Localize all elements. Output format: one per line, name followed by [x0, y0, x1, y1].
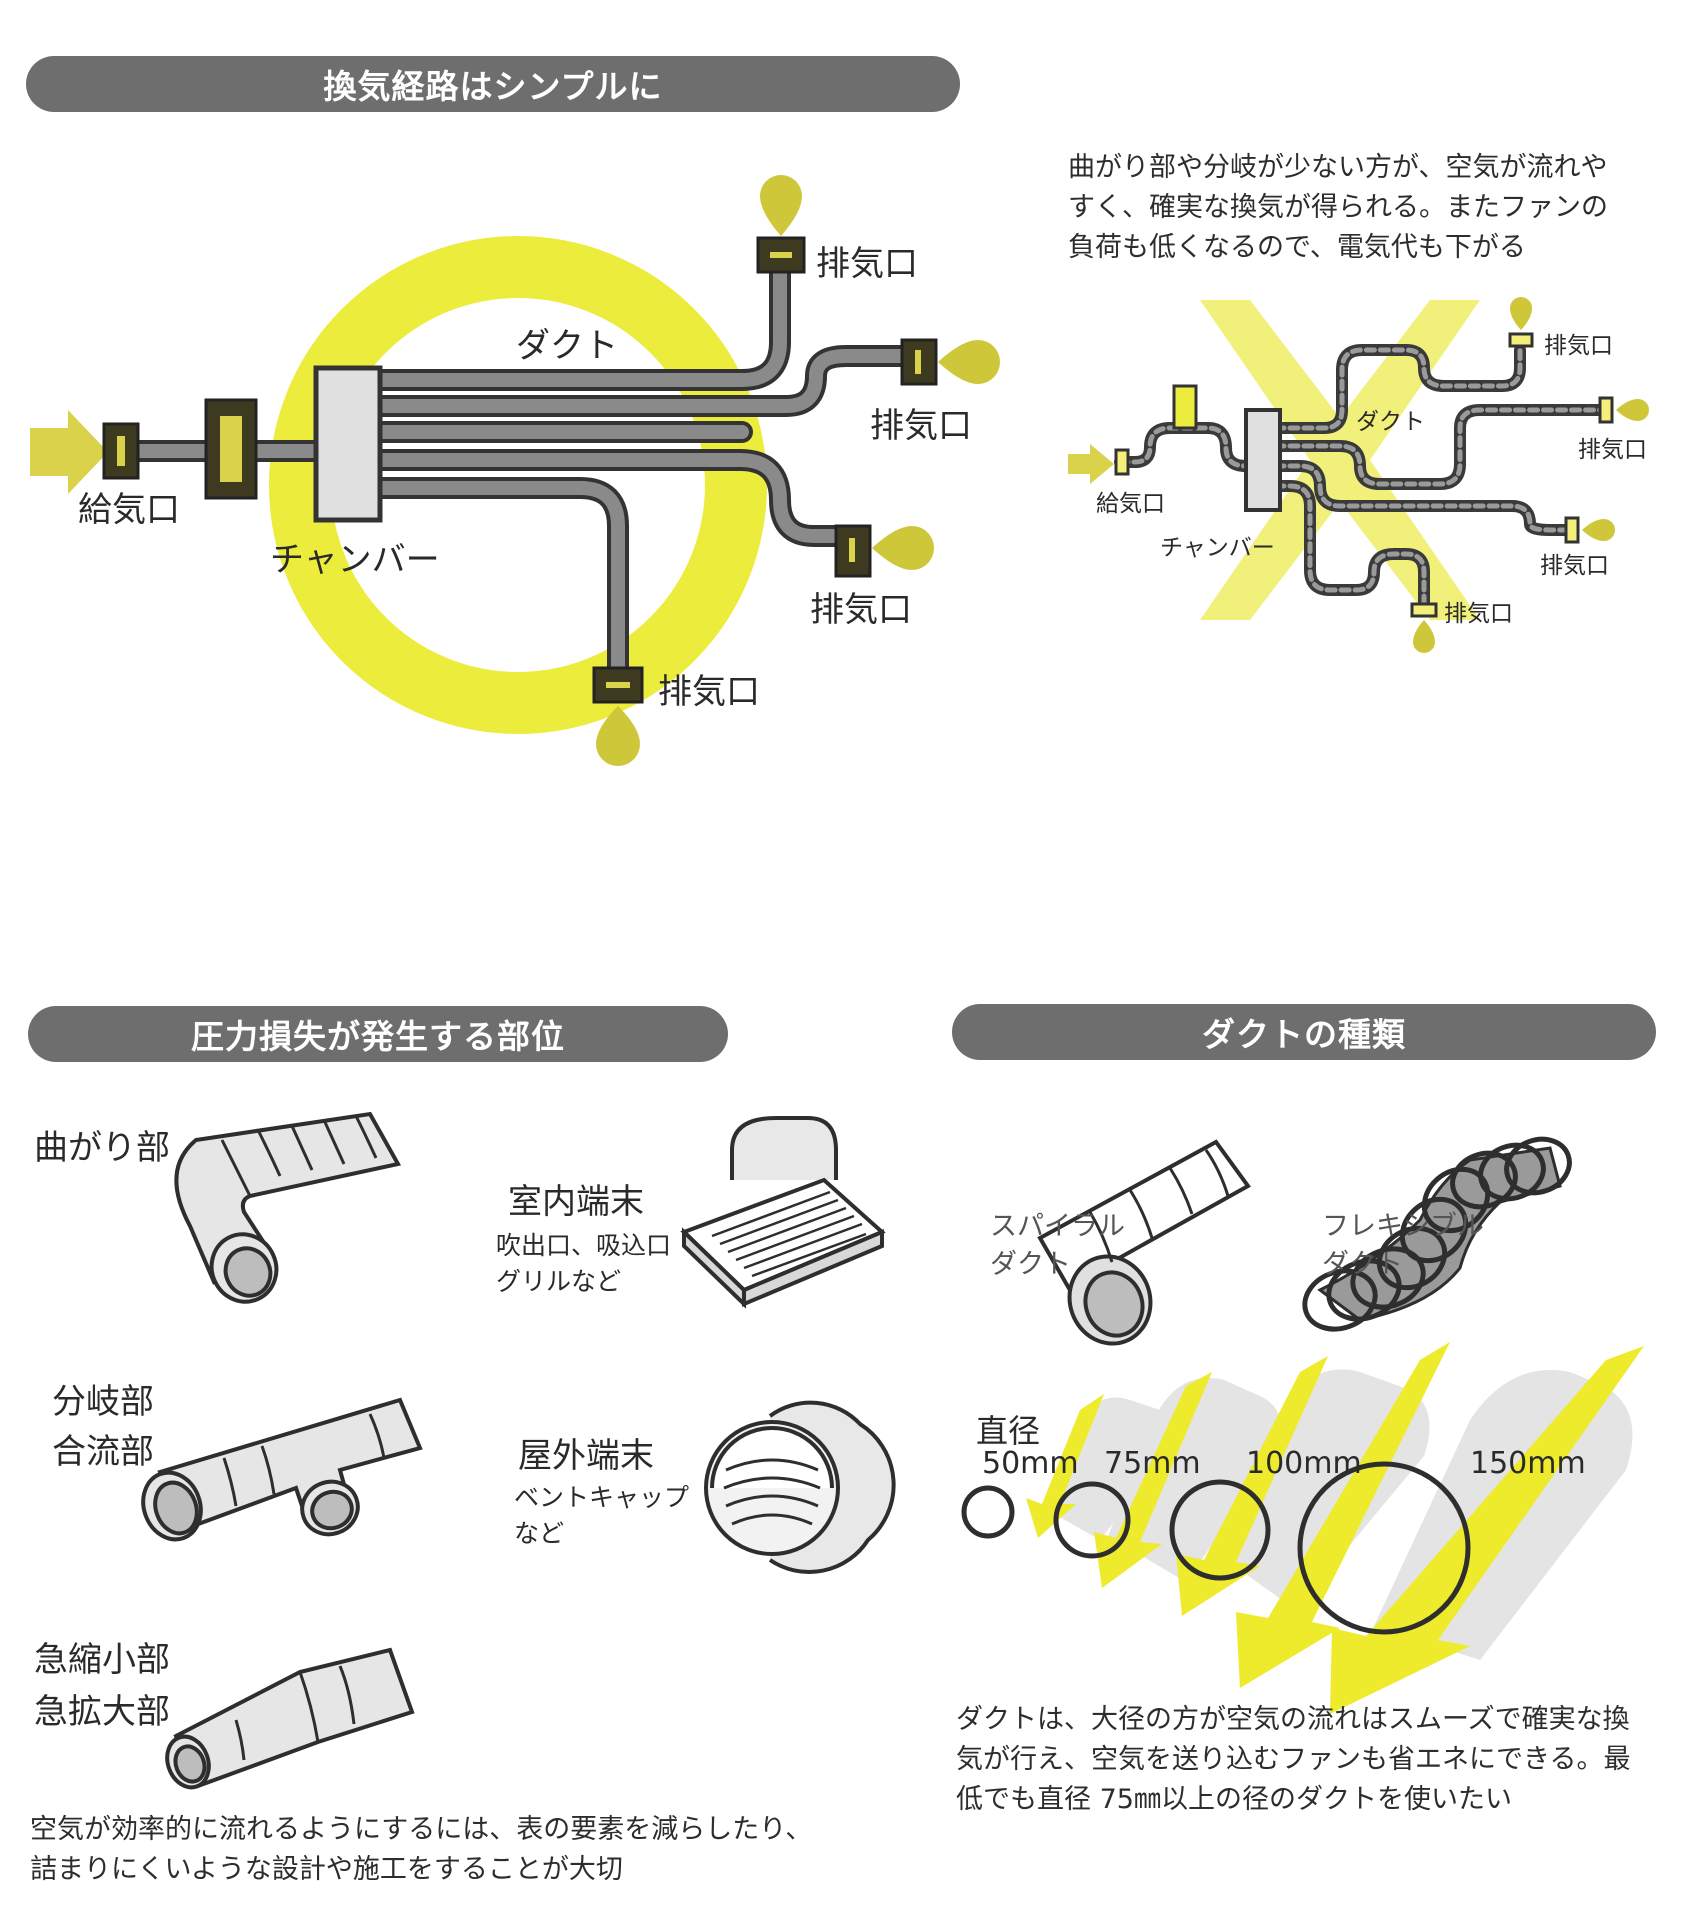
- section-title-text: 換気経路はシンプルに: [323, 67, 663, 106]
- branch-duct-illustration: [141, 1397, 423, 1542]
- small-route-diagram: [1068, 297, 1649, 653]
- exhaust-outlet: [592, 666, 644, 704]
- outdoor-terminal-label: 屋外端末: [518, 1436, 654, 1476]
- expansion-label: 急拡大部: [34, 1692, 170, 1732]
- exhaust-label: 排気口: [1578, 437, 1647, 463]
- diameter-label: 直径: [976, 1412, 1041, 1450]
- supply-label: 給気口: [78, 490, 180, 530]
- exhaust-label: 排気口: [1540, 553, 1609, 579]
- vent-cap-illustration: [704, 1400, 896, 1575]
- section-title-text: ダクトの種類: [1202, 1015, 1406, 1054]
- chamber-box: [313, 365, 383, 523]
- exhaust-outlet: [1410, 602, 1438, 618]
- flexible-line: ダクト: [1322, 1249, 1403, 1280]
- size-75mm: 75mm: [1104, 1446, 1201, 1481]
- duct-label: ダクト: [516, 326, 618, 366]
- duct-label: ダクト: [1356, 409, 1425, 435]
- exhaust-label: 排気口: [1544, 333, 1613, 359]
- branch-label: 分岐部: [52, 1382, 154, 1422]
- spiral-line: スパイラル: [990, 1211, 1125, 1242]
- supply-outlet: [1114, 448, 1130, 476]
- flexible-line: フレキシブル: [1322, 1211, 1484, 1242]
- pressure-loss-footer: 空気が効率的に流れるようにするには、表の要素を減らしたり、 詰まりにくいような設…: [30, 1810, 930, 1890]
- circle-100mm: [1169, 1479, 1271, 1581]
- drop-icon: [760, 175, 802, 236]
- exhaust-outlet: [1598, 396, 1614, 424]
- chamber-label: チャンバー: [1160, 535, 1275, 561]
- footer-line: ダクトは、大径の方が空気の流れはスムーズで確実な換: [956, 1704, 1630, 1735]
- section-title-text: 圧力損失が発生する部位: [191, 1017, 565, 1056]
- spiral-duct-label: スパイラル ダクト: [990, 1208, 1125, 1284]
- big-route-diagram: [30, 175, 1000, 766]
- exhaust-label: 排気口: [816, 244, 918, 284]
- duct-types-footer: ダクトは、大径の方が空気の流れはスムーズで確実な換 気が行え、空気を送り込むファ…: [956, 1700, 1676, 1820]
- desc-line: すく、確実な換気が得られる。またファンの: [1068, 192, 1608, 223]
- merge-label: 合流部: [52, 1432, 154, 1472]
- supply-arrow-icon: [30, 410, 108, 494]
- spiral-line: ダクト: [990, 1249, 1071, 1280]
- indoor-terminal-sub: グリルなど: [496, 1267, 622, 1296]
- drop-icon: [1582, 519, 1615, 541]
- section-title-duct-types: ダクトの種類: [952, 1004, 1656, 1060]
- bend-duct-illustration: [174, 1111, 402, 1304]
- contraction-label: 急縮小部: [34, 1640, 170, 1680]
- size-100mm: 100mm: [1246, 1446, 1362, 1481]
- outdoor-terminal-sub: ベントキャップ: [514, 1483, 690, 1512]
- diameter-comparison: [961, 1342, 1644, 1714]
- drop-icon: [872, 526, 934, 570]
- drop-icon: [596, 706, 640, 766]
- route-description: 曲がり部や分岐が少ない方が、空気が流れや すく、確実な換気が得られる。またファン…: [1068, 148, 1668, 268]
- circle-75mm: [1053, 1481, 1131, 1559]
- footer-line: 空気が効率的に流れるようにするには、表の要素を減らしたり、: [30, 1814, 813, 1845]
- section-title-ventilation-route: 換気経路はシンプルに: [26, 56, 960, 112]
- desc-line: 曲がり部や分岐が少ない方が、空気が流れや: [1068, 152, 1608, 183]
- indoor-terminal-sub: 吹出口、吸込口: [496, 1231, 672, 1260]
- indoor-grille-illustration: [680, 1116, 886, 1309]
- outdoor-terminal-sub: など: [514, 1519, 565, 1548]
- desc-line: 負荷も低くなるので、電気代も下がる: [1068, 232, 1526, 263]
- exhaust-outlet: [1508, 332, 1534, 348]
- supply-label: 給気口: [1096, 491, 1165, 517]
- flexible-duct-label: フレキシブル ダクト: [1322, 1208, 1484, 1284]
- cross-mark-highlight: [1200, 300, 1480, 620]
- section-title-pressure-loss: 圧力損失が発生する部位: [28, 1006, 728, 1062]
- drop-icon: [938, 340, 1000, 384]
- flexible-duct-illustration: [1302, 1136, 1572, 1332]
- fan-unit: [1172, 384, 1198, 430]
- size-150mm: 150mm: [1470, 1446, 1586, 1481]
- drop-icon: [1510, 297, 1532, 330]
- exhaust-outlet: [1564, 516, 1580, 544]
- exhaust-label: 排気口: [810, 590, 912, 630]
- drop-icon: [1413, 620, 1435, 653]
- footer-line: 詰まりにくいような設計や施工をすることが大切: [30, 1854, 623, 1885]
- size-50mm: 50mm: [982, 1446, 1079, 1481]
- bend-label: 曲がり部: [34, 1128, 170, 1168]
- circle-50mm: [961, 1485, 1015, 1539]
- spiral-duct-illustration: [1037, 1139, 1251, 1346]
- footer-line: 気が行え、空気を送り込むファンも省エネにできる。最: [956, 1744, 1631, 1775]
- reducer-duct-illustration: [165, 1647, 415, 1790]
- circle-150mm: [1297, 1461, 1471, 1635]
- footer-line: 低でも直径 75㎜以上の径のダクトを使いたい: [956, 1784, 1512, 1815]
- drop-icon: [1616, 399, 1649, 421]
- exhaust-label: 排気口: [870, 406, 972, 446]
- chamber-box: [1244, 408, 1282, 512]
- exhaust-outlet: [900, 338, 938, 386]
- indoor-terminal-label: 室内端末: [508, 1182, 644, 1222]
- exhaust-label: 排気口: [1444, 601, 1513, 627]
- exhaust-label: 排気口: [658, 672, 760, 712]
- chamber-label: チャンバー: [270, 540, 440, 580]
- supply-arrow-icon: [1068, 444, 1114, 484]
- yellow-ring-highlight: [269, 236, 767, 734]
